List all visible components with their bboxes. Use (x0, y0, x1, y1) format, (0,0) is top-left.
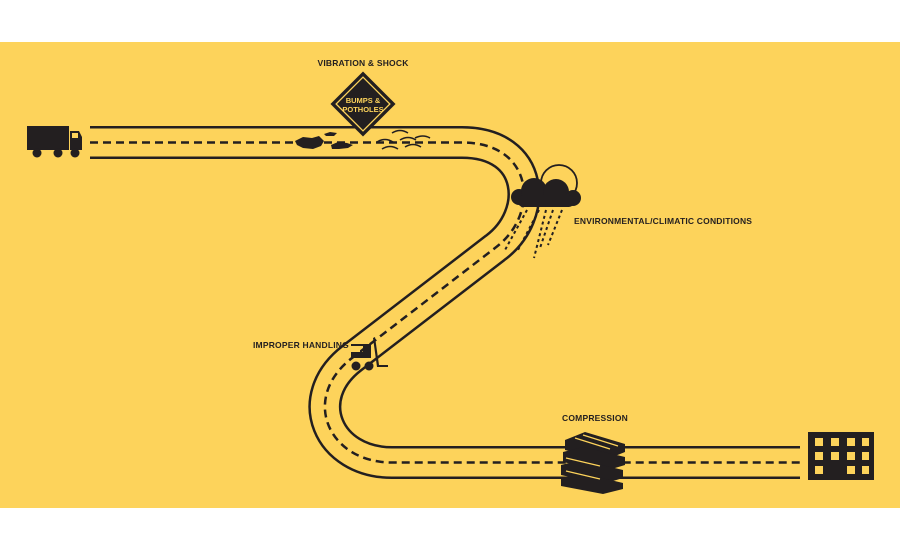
pallet-stack-icon (561, 432, 625, 494)
truck-icon (27, 126, 82, 158)
storm-cloud-icon (504, 164, 581, 259)
label-environmental: ENVIRONMENTAL/CLIMATIC CONDITIONS (574, 216, 752, 226)
road-center-line (90, 141, 800, 464)
label-compression: COMPRESSION (562, 413, 628, 423)
label-vibration-shock: VIBRATION & SHOCK (317, 58, 409, 68)
label-improper-handling: IMPROPER HANDLING (253, 340, 349, 350)
bumps-icon (376, 129, 431, 150)
bumps-potholes-sign: BUMPS & POTHOLES (330, 71, 396, 137)
potholes-icon (295, 132, 353, 149)
road (90, 126, 800, 479)
rain-icon (504, 209, 563, 259)
sign-text-line2: POTHOLES (342, 105, 383, 114)
forklift-icon (351, 337, 388, 371)
sign-text-line1: BUMPS & (346, 96, 381, 105)
warehouse-building-icon (808, 432, 874, 480)
